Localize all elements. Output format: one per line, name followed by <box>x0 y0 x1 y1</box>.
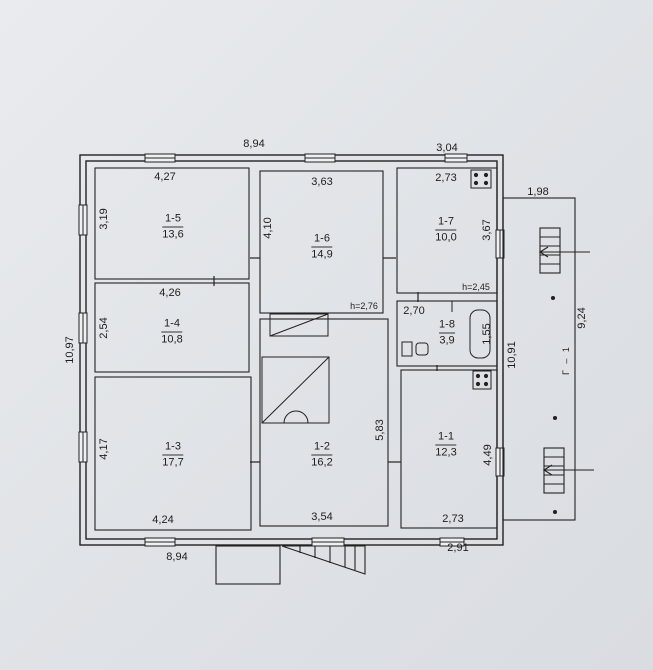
dim-1-3-height: 4,17 <box>98 438 110 460</box>
room-1-8-id: 1-8 <box>439 318 455 331</box>
dim-1-2-width: 3,54 <box>311 511 333 523</box>
dim-top-right: 3,04 <box>436 142 458 154</box>
dim-1-6-width: 3,63 <box>311 176 333 188</box>
room-1-7-id: 1-7 <box>438 215 454 228</box>
dim-1-1-height: 4,49 <box>482 444 494 466</box>
room-1-8-area: 3,9 <box>439 332 455 347</box>
stove-icons <box>470 169 492 390</box>
room-1-6: 1-6 14,9 <box>311 232 333 262</box>
room-1-2-id: 1-2 <box>314 440 330 453</box>
room-1-8: 1-8 3,9 <box>439 319 455 348</box>
dim-1-5-width: 4,27 <box>154 171 176 183</box>
room-1-5-outline <box>94 167 250 280</box>
outer-walls <box>79 154 504 546</box>
dim-1-4-width: 4,26 <box>159 287 181 299</box>
room-1-1: 1-1 12,3 <box>435 430 457 460</box>
room-1-6-outline <box>259 170 384 314</box>
room-1-2-outline <box>259 318 389 527</box>
dim-porch-length: 9,24 <box>576 307 588 329</box>
dim-1-3-width: 4,24 <box>152 514 174 526</box>
dim-1-8-height: 1,55 <box>481 323 493 345</box>
dim-1-5-height: 3,19 <box>98 208 110 230</box>
dim-top-total: 8,94 <box>243 138 265 150</box>
dim-1-7-height: 3,67 <box>481 219 493 241</box>
dim-left-total: 10,97 <box>64 336 76 364</box>
room-1-5-id: 1-5 <box>165 212 181 225</box>
room-1-7: 1-7 10,0 <box>435 215 457 245</box>
dim-1-8-width: 2,70 <box>403 305 425 317</box>
room-1-2-area: 16,2 <box>311 454 333 469</box>
dim-porch-width: 1,98 <box>527 186 549 198</box>
room-1-7-area: 10,0 <box>435 229 457 244</box>
dim-right-total: 10,91 <box>506 341 518 369</box>
room-1-2: 1-2 16,2 <box>311 440 333 470</box>
dim-1-2-height: 5,83 <box>374 419 386 441</box>
windows <box>78 153 505 547</box>
room-1-3-outline <box>94 376 252 531</box>
room-1-5-area: 13,6 <box>162 226 184 241</box>
dim-bottom-right: 2,91 <box>447 542 469 554</box>
room-1-6-area: 14,9 <box>311 246 333 261</box>
porch <box>502 197 594 521</box>
room-1-4: 1-4 10,8 <box>161 317 183 347</box>
front-steps <box>215 545 366 585</box>
porch-marks: Г – 1 <box>561 345 571 375</box>
dim-1-7-width: 2,73 <box>435 172 457 184</box>
room-1-3-area: 17,7 <box>162 454 184 469</box>
dim-bottom-total: 8,94 <box>166 551 188 563</box>
room-1-3-id: 1-3 <box>165 440 181 453</box>
room-1-5: 1-5 13,6 <box>162 212 184 242</box>
room-1-6-id: 1-6 <box>314 232 330 245</box>
bath-fixtures <box>401 301 491 359</box>
dim-1-4-height: 2,54 <box>98 317 110 339</box>
dim-1-6-height: 4,10 <box>262 217 274 239</box>
room-1-1-id: 1-1 <box>438 430 454 443</box>
stove-block <box>261 313 330 424</box>
dim-1-1-width: 2,73 <box>442 513 464 525</box>
room-1-8-outline <box>396 300 498 367</box>
dim-1-7-ceiling: h=2,45 <box>462 282 490 292</box>
room-1-4-area: 10,8 <box>161 331 183 346</box>
dim-1-6-ceiling: h=2,76 <box>350 301 378 311</box>
room-1-1-area: 12,3 <box>435 444 457 459</box>
door-marks <box>213 257 438 463</box>
room-1-3: 1-3 17,7 <box>162 440 184 470</box>
room-1-4-outline <box>94 282 250 373</box>
room-1-4-id: 1-4 <box>164 317 180 330</box>
